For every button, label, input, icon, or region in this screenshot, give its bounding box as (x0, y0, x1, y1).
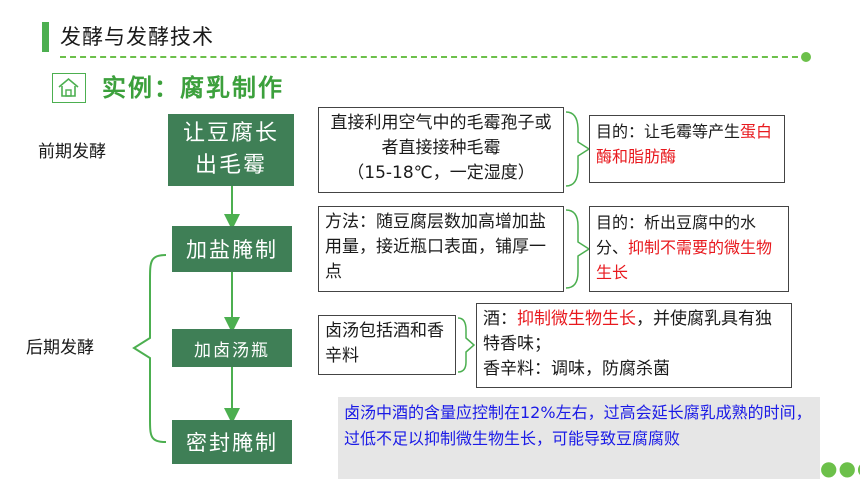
purpose-2-prefix: 目的：析出豆腐中的水分、 (596, 213, 757, 257)
home-icon (52, 73, 86, 103)
purpose-box-2: 目的：析出豆腐中的水分、抑制不需要的微生物生长 (589, 206, 789, 292)
step-seal: 密封腌制 (172, 420, 292, 464)
purpose-3-wine-rest: ，并使腐乳具有独特香味； (483, 309, 772, 354)
section-title: 实例：腐乳制作 (102, 74, 284, 102)
purpose-1-prefix: 目的：让毛霉等产生 (596, 122, 741, 141)
purpose-2-highlight: 抑制不需要的微生物生长 (596, 238, 773, 282)
purpose-3-spice: 香辛料：调味，防腐杀菌 (483, 359, 670, 379)
brace-step2-purpose2 (565, 209, 591, 289)
stage-label-late: 后期发酵 (26, 338, 94, 358)
step-grow-mold: 让豆腐长出毛霉 (168, 114, 294, 186)
late-stage-brace (132, 254, 167, 443)
brace-step3-purpose3 (457, 317, 476, 373)
header-divider-dot (801, 52, 811, 62)
more-dots: ●●● (820, 456, 860, 480)
header-title: 发酵与发酵技术 (60, 25, 214, 49)
purpose-1-highlight: 蛋白酶和脂肪酶 (596, 122, 773, 166)
header-accent-bar (42, 22, 49, 52)
brace-step1-purpose1 (565, 111, 591, 187)
brine-note: 卤汤中酒的含量应控制在12%左右，过高会延长腐乳成熟的时间，过低不足以抑制微生物… (338, 397, 820, 479)
step-add-brine: 加卤汤瓶 (172, 329, 292, 367)
purpose-box-3: 酒：抑制微生物生长，并使腐乳具有独特香味； 香辛料：调味，防腐杀菌 (476, 303, 792, 388)
method-box-2: 方法：随豆腐层数加高增加盐用量，接近瓶口表面，铺厚一点 (318, 206, 564, 292)
method-box-3: 卤汤包括酒和香辛料 (318, 315, 456, 375)
purpose-box-1: 目的：让毛霉等产生蛋白酶和脂肪酶 (589, 115, 785, 183)
purpose-3-wine-highlight: 抑制微生物生长 (517, 309, 636, 329)
header-divider (60, 56, 808, 58)
step-add-salt: 加盐腌制 (172, 226, 292, 272)
purpose-3-wine-label: 酒： (483, 309, 517, 329)
purpose-3-wine: 酒：抑制微生物生长，并使腐乳具有独特香味； (483, 307, 785, 357)
method-1-text: 直接利用空气中的毛霉孢子或者直接接种毛霉 (330, 113, 552, 158)
method-1-condition: （15-18℃，一定湿度） (347, 163, 535, 183)
method-box-1: 直接利用空气中的毛霉孢子或者直接接种毛霉 （15-18℃，一定湿度） (318, 107, 564, 193)
stage-label-early: 前期发酵 (38, 142, 106, 162)
